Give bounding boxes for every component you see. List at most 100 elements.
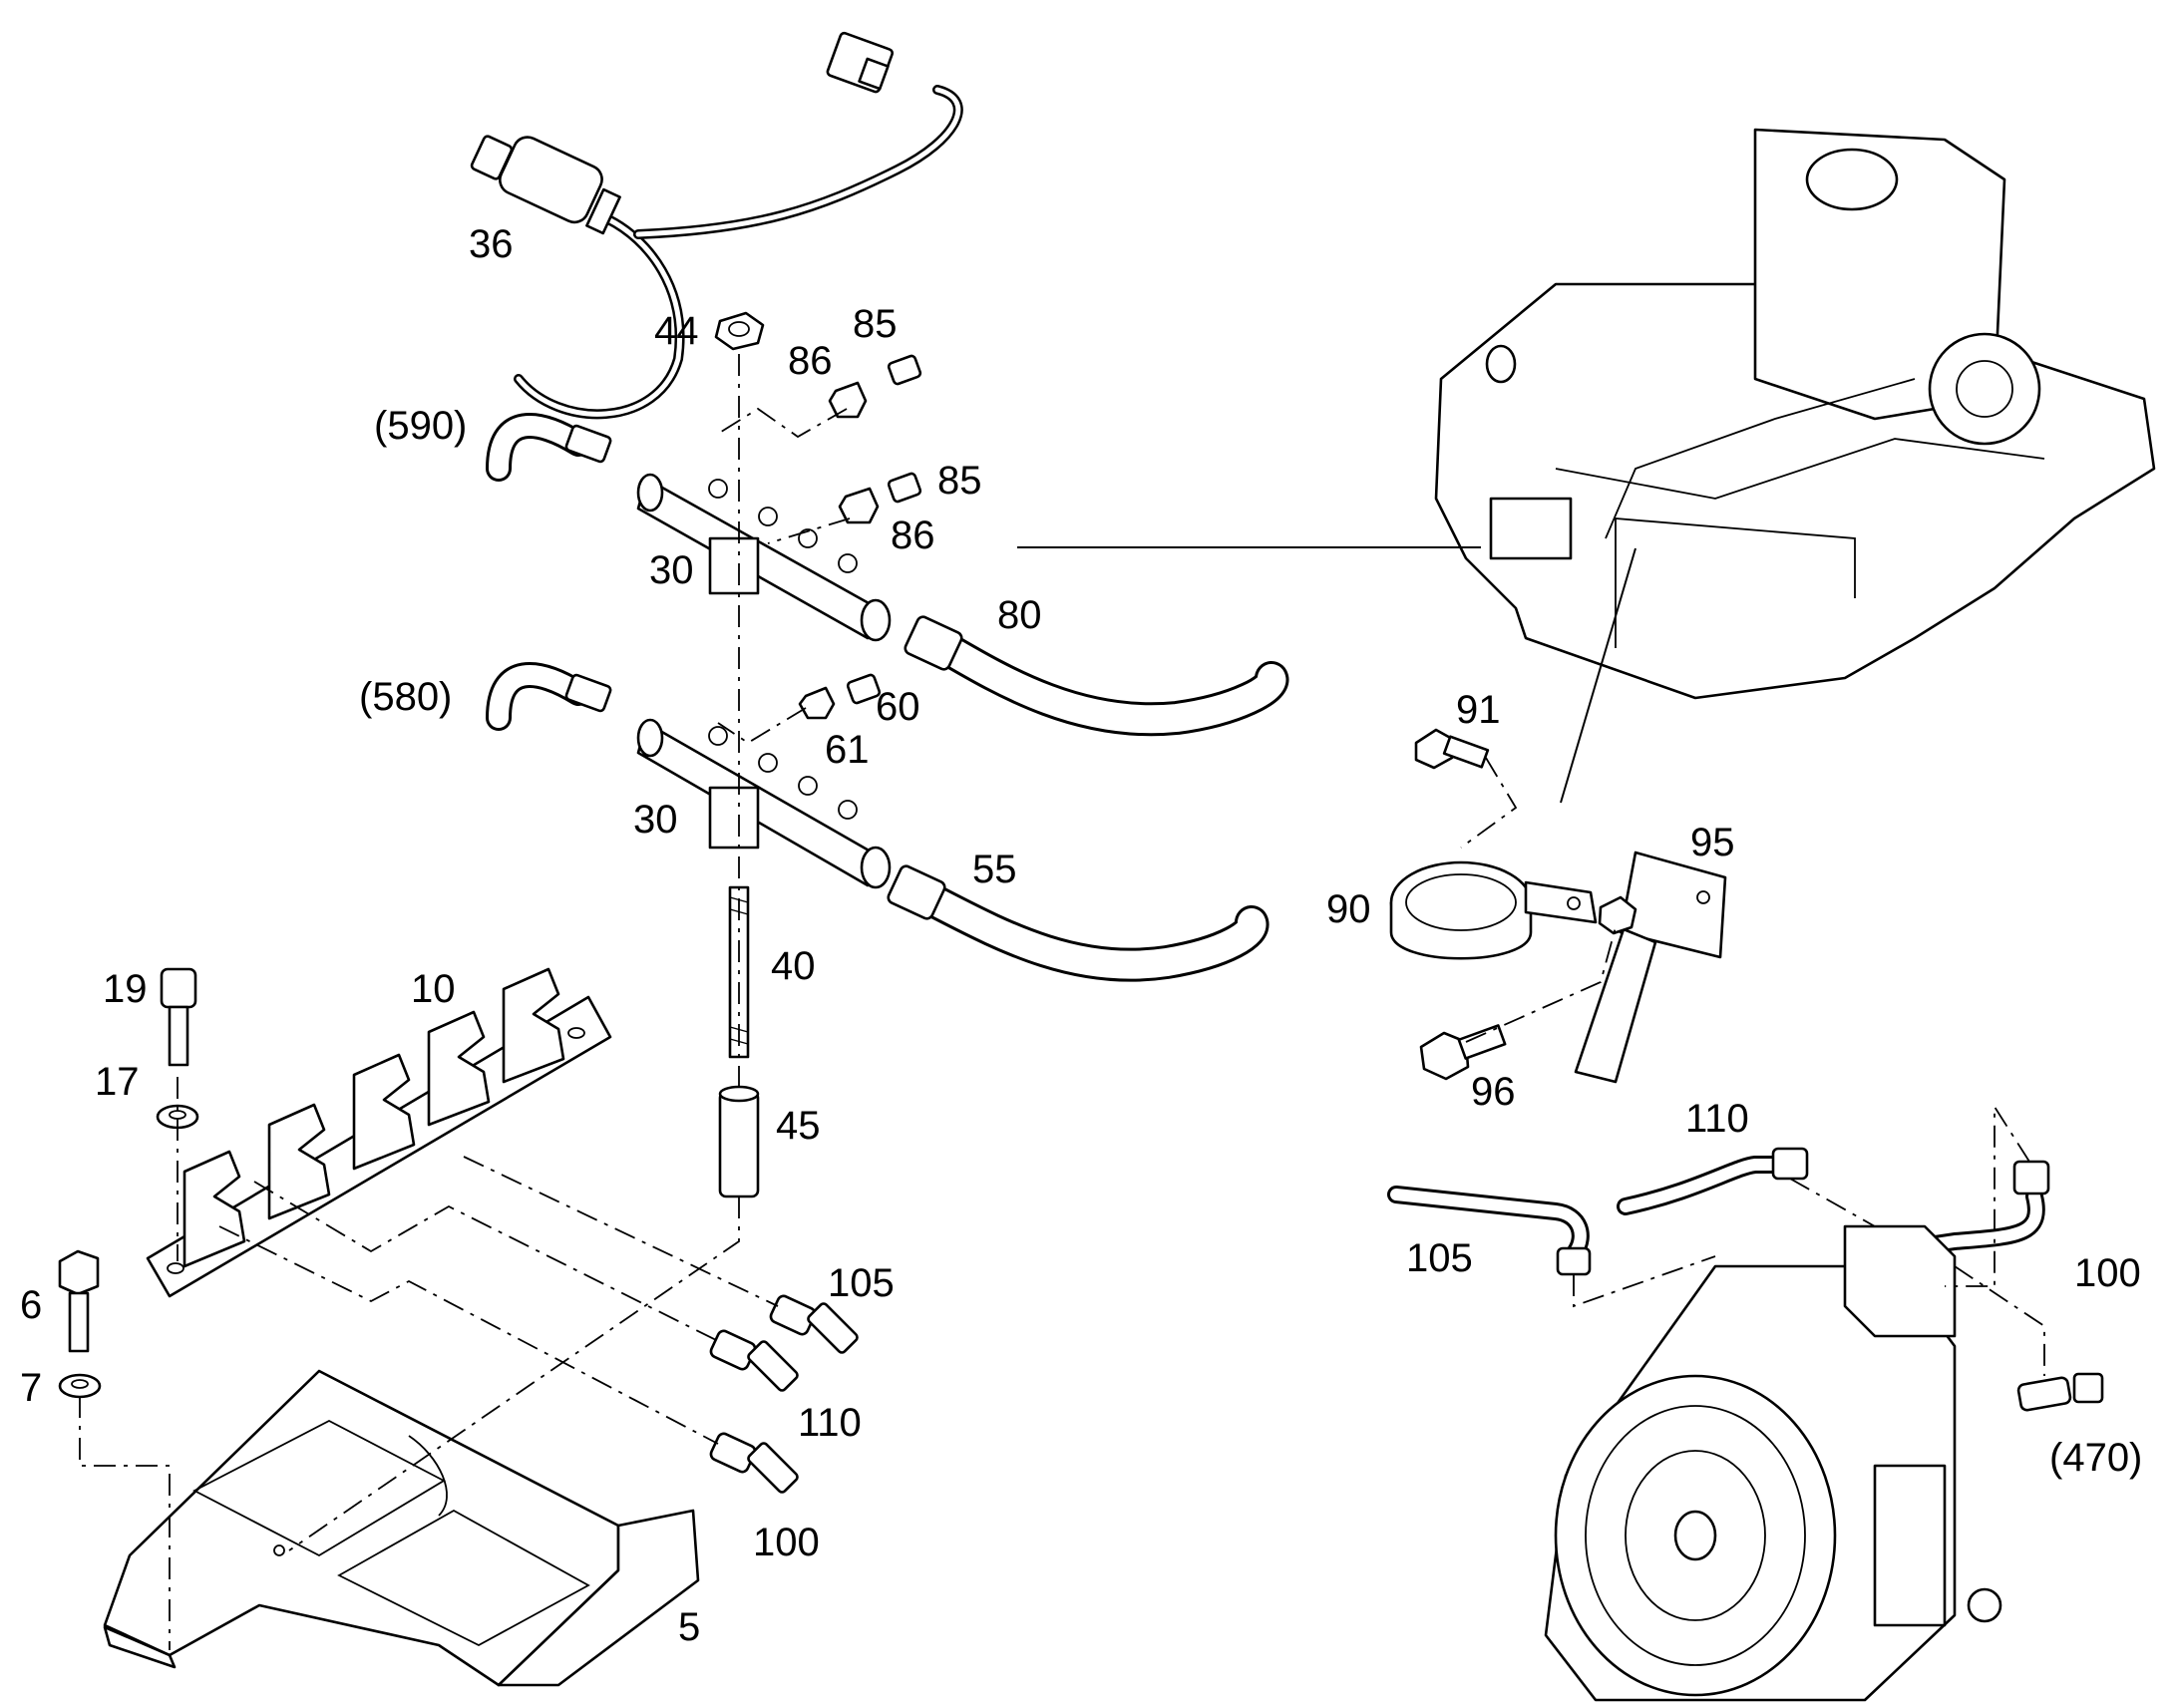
leader-lines	[1017, 546, 1636, 804]
pump-block	[1843, 1224, 1957, 1338]
screw-19	[160, 967, 197, 1067]
fitting-470	[2016, 1372, 2104, 1412]
line-86-lower	[767, 517, 851, 544]
washer-7-hole	[71, 1379, 89, 1389]
hose-580-inner	[489, 665, 588, 728]
callout-45: 45	[776, 1104, 821, 1148]
hex-nut-44	[714, 311, 765, 351]
callout-91: 91	[1456, 688, 1501, 732]
frame-harness-2	[1605, 378, 1916, 539]
spacer-45-body	[718, 1090, 760, 1198]
clutch-hub	[1673, 1510, 1717, 1561]
lower-port-d	[838, 800, 858, 820]
bracket-10-hole-right	[567, 1027, 585, 1039]
mounting-plate-5	[103, 1369, 700, 1687]
spacer-45-top	[718, 1085, 760, 1103]
callout-60: 60	[876, 685, 920, 729]
bracket-10-clip-5	[502, 967, 565, 1084]
line-91-to-90	[1460, 757, 1518, 849]
line-105-right	[1573, 1255, 1716, 1308]
callout-labels: 36 44 86 85 (590) 85 86 30 80 (580) 60 6…	[20, 222, 2142, 1649]
upper-port-c	[798, 528, 818, 548]
frame-control-block	[1489, 497, 1573, 560]
engine-flywheel	[1928, 332, 2041, 446]
bracket-95-nut	[1598, 895, 1637, 935]
callout-105-left: 105	[828, 1261, 895, 1305]
engine-flywheel-hub	[1956, 360, 2013, 418]
frame-ring	[1485, 344, 1517, 384]
callout-590: (590)	[374, 404, 467, 448]
callout-55: 55	[972, 848, 1017, 891]
flywheel-housing-ring	[1585, 1405, 1806, 1666]
fitting-60	[846, 673, 882, 705]
line-100-right	[1945, 1103, 2030, 1287]
screw-19-head	[160, 967, 197, 1009]
nut-61	[798, 686, 836, 720]
pipe-100-inner	[1929, 1191, 2042, 1250]
pipe-105-right	[1387, 1186, 1592, 1276]
lower-port-c	[798, 776, 818, 796]
bolt-96	[1419, 1024, 1507, 1081]
nut-86-upper	[828, 381, 868, 419]
washer-7	[58, 1373, 102, 1399]
pipe-110-inner	[1620, 1159, 1786, 1212]
callout-80: 80	[997, 593, 1042, 637]
callout-96: 96	[1471, 1070, 1516, 1114]
pump-plug	[1967, 1587, 2002, 1623]
line-86-upper	[717, 407, 848, 439]
clamp-90	[1389, 860, 1598, 960]
callout-61: 61	[825, 728, 870, 772]
callout-85-upper: 85	[853, 302, 898, 346]
plate-5-cutout-2	[337, 1509, 590, 1647]
hose-590-inner	[489, 416, 588, 479]
connector-latch	[858, 57, 890, 91]
hose-55-inner	[904, 878, 1267, 979]
bracket-10-clip-3	[352, 1053, 416, 1171]
callout-30-upper: 30	[649, 548, 694, 592]
fittings-left	[709, 1294, 859, 1494]
callout-86-upper: 86	[788, 339, 833, 383]
callout-36: 36	[469, 222, 514, 266]
hose-580-nut	[564, 673, 612, 713]
bolt-96-shank	[1457, 1024, 1507, 1060]
frame-harness-1	[1555, 438, 2045, 500]
line-45-to-5	[288, 1196, 740, 1551]
bolt-96-head	[1419, 1031, 1470, 1081]
line-61	[717, 707, 807, 745]
lower-port-a	[708, 726, 728, 746]
pipe-105-inner	[1390, 1189, 1587, 1257]
plate-5-tab	[103, 1625, 177, 1669]
callout-5: 5	[678, 1605, 700, 1649]
callout-85-lower: 85	[937, 459, 982, 503]
bolt-91	[1414, 728, 1490, 770]
bracket-95-leg	[1574, 927, 1657, 1084]
machine-frame-overview	[1434, 128, 2156, 700]
callout-7: 7	[20, 1366, 42, 1410]
fitting-85-lower	[887, 472, 922, 504]
lower-port-b	[758, 753, 778, 773]
callout-40: 40	[771, 944, 816, 988]
plate-5-outline	[103, 1369, 620, 1687]
callout-470: (470)	[2049, 1436, 2142, 1480]
hose-55	[887, 864, 1270, 982]
callout-100-right: 100	[2074, 1251, 2141, 1295]
line-10-to-105	[463, 1156, 779, 1307]
sensor-cable-inner	[516, 216, 682, 417]
washer-7-outer	[58, 1373, 102, 1399]
callout-90: 90	[1326, 887, 1371, 931]
callout-105-right: 105	[1406, 1236, 1473, 1280]
pipe-110-right	[1617, 1147, 1809, 1215]
callout-95: 95	[1690, 821, 1735, 864]
hose-80	[904, 615, 1289, 737]
plate-5-flange	[497, 1509, 700, 1687]
connector-plug	[826, 31, 895, 94]
engine-pump-assembly	[1544, 1224, 2002, 1702]
callout-110-left: 110	[798, 1401, 862, 1445]
hose-55-fitting	[887, 864, 946, 920]
pipe-100-nut	[2012, 1160, 2050, 1196]
pipe-105-nut	[1556, 1246, 1592, 1276]
upper-port-b	[758, 507, 778, 526]
line-470	[1954, 1265, 2045, 1376]
hose-590-nut	[564, 424, 612, 464]
